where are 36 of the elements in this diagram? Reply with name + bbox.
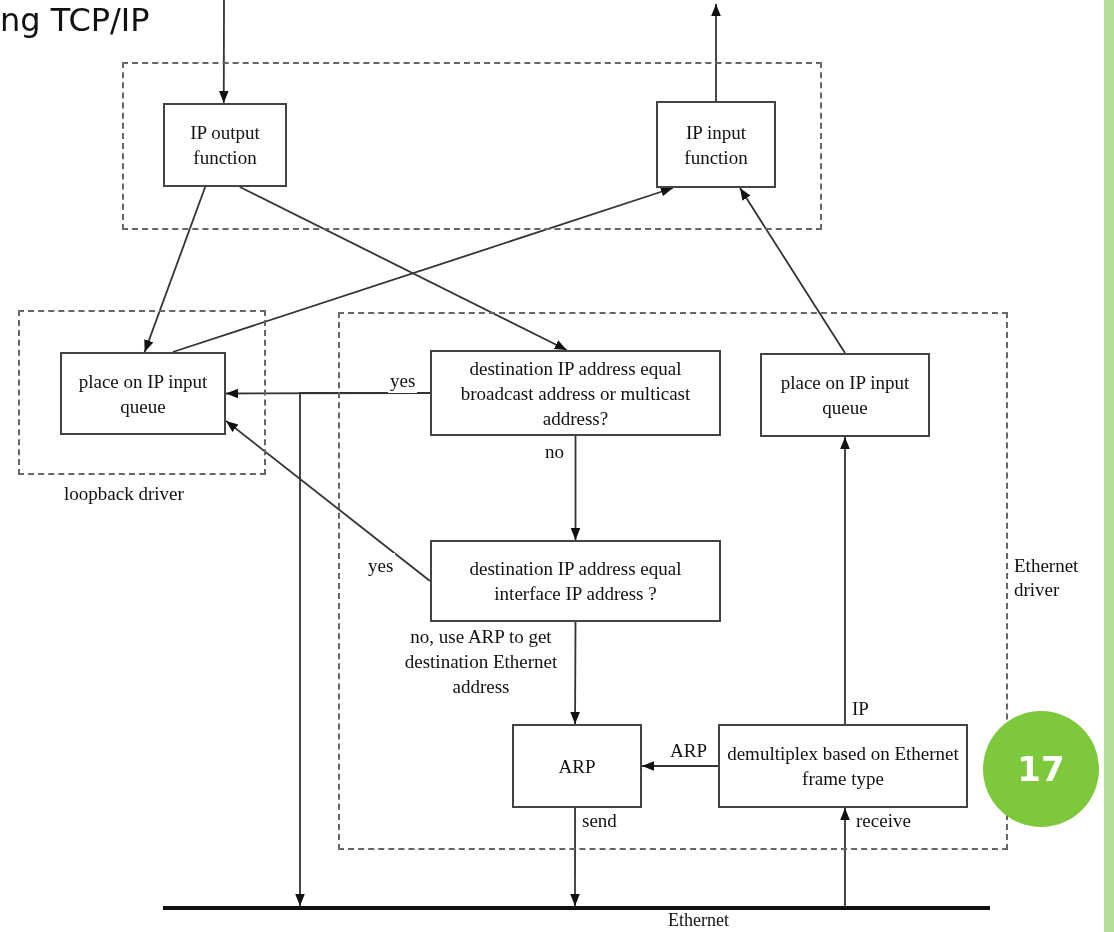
process-box: [430, 350, 721, 436]
arrow: [840, 807, 850, 907]
box-text: destination IP address equal interface IP address ?: [468, 557, 683, 606]
arrow: [143, 186, 207, 353]
dashed-group-box: [122, 62, 822, 230]
arrow: [840, 436, 850, 725]
process-box: [718, 724, 968, 808]
arrow: [172, 187, 674, 353]
process-box: [512, 724, 642, 808]
box-text: destination IP address equal broadcast address or multicast address?: [459, 356, 692, 431]
title: ng TCP/IP: [0, 0, 150, 40]
edge-label: yes: [366, 553, 396, 578]
process-box: [656, 101, 776, 188]
arrow: [739, 187, 846, 354]
box-text: place on IP input queue: [779, 371, 911, 420]
arrow: [219, 0, 229, 104]
arrow: [641, 761, 719, 771]
process-box: [760, 353, 930, 437]
box-text: IP input function: [683, 120, 749, 170]
process-box: [430, 540, 721, 622]
process-box: [60, 352, 226, 435]
page-number: 17: [983, 711, 1099, 827]
bus-label: Ethernet: [668, 910, 729, 931]
arrow: [225, 420, 431, 582]
arrow: [711, 3, 721, 102]
box-text: IP output function: [189, 121, 261, 170]
arrow: [570, 435, 581, 541]
arrow: [239, 186, 568, 351]
box-text: ARP: [558, 754, 596, 779]
box-text: place on IP input queue: [77, 369, 209, 419]
process-box: [163, 103, 287, 187]
arrow: [570, 807, 580, 907]
group-label: loopback driver: [64, 482, 184, 506]
arrow: [570, 621, 580, 725]
group-label: Ethernet driver: [1014, 554, 1080, 602]
box-text: demultiplex based on Ethernet frame type: [726, 742, 960, 791]
